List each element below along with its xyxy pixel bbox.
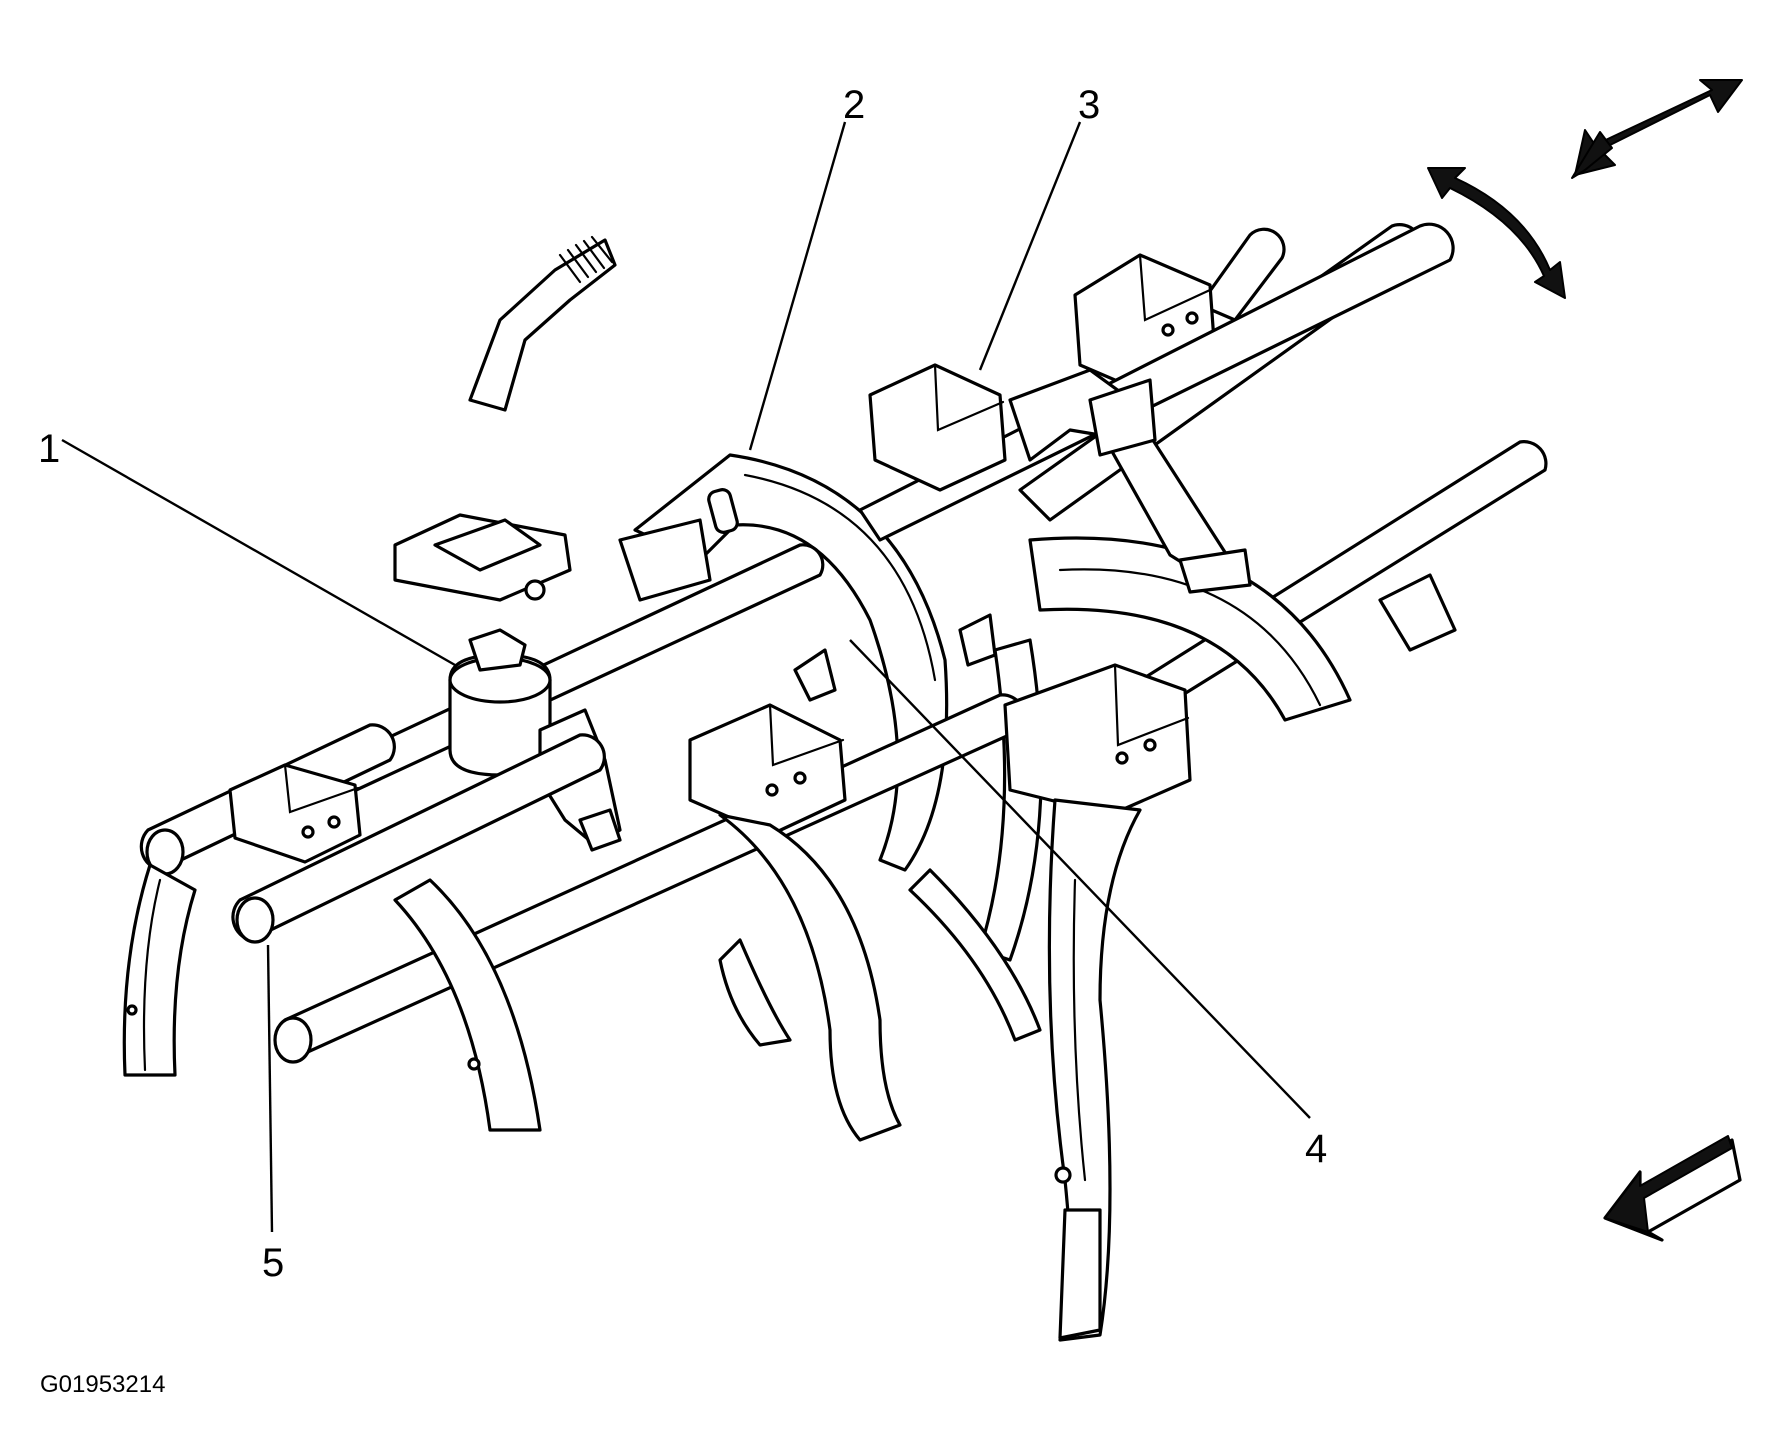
center-fork-block-edge [768,703,845,767]
center-fork-shoe [718,938,792,1047]
rear-block-hole-a [1161,323,1175,337]
gate-plate-item-2 [618,453,997,872]
far-left-fork [122,863,197,1077]
gate-plate-notch [793,648,837,702]
rear-fork-leg [978,638,1043,962]
rail-5-end [235,896,275,944]
interlock-neck [468,628,527,672]
callout-3: 3 [1078,83,1100,127]
rear-block-hole-b [1185,311,1199,325]
second-fork [393,878,542,1132]
left-rail-block-edge [283,763,360,814]
top-fork-pad [1178,548,1252,594]
center-block-hole-a [765,783,779,797]
rail-5 [231,733,606,942]
leader-line-1 [61,438,456,667]
rear-rail-stub [1198,227,1286,322]
callout-5: 5 [262,1241,284,1285]
leader-line-4 [849,639,1311,1119]
gate-plate-slot [707,488,739,534]
second-fork-hole [467,1057,481,1071]
left-block-hole-a [301,825,315,839]
figure-id: G01953214 [40,1371,165,1398]
gate-plate-tab [618,518,712,602]
rear-shift-fork-arc [1028,536,1352,722]
leader-line-3 [978,121,1082,371]
gate-plate-edge [743,473,937,682]
front-rails-item-5 [139,693,1026,1064]
shift-lever-arm [468,238,617,412]
callout-2: 2 [843,83,865,127]
right-fork-tip [1058,1208,1102,1340]
center-fork-blade [718,813,902,1142]
leader-lines [61,121,1311,1233]
far-left-fork-edge [142,878,162,1072]
lever-pivot-pin [524,579,546,601]
leader-line-5 [266,944,274,1233]
fork-clamp-block-edge [933,363,1005,432]
leader-line-2 [748,121,847,451]
curved-double-arrow-icon [1427,167,1566,299]
right-block-hole-a [1115,751,1129,765]
lever-mount-top [433,518,542,572]
callout-1: 1 [38,427,60,471]
top-fork-collar [1088,378,1157,457]
front-forks [122,663,1192,1342]
right-fork-arm [1047,798,1142,1342]
gate-plate-spring [958,613,997,667]
right-block-hole-b [1143,738,1157,752]
left-block-hole-b [327,815,341,829]
top-rail-and-fork-item-3 [858,222,1455,594]
right-fork-block-edge [1113,663,1190,747]
rear-fork-tip [1378,573,1457,652]
rear-block-edge [1138,253,1212,322]
middle-right-shift-rail [1088,440,1548,742]
center-block-hole-b [793,771,807,785]
top-shift-rail [858,222,1455,542]
callout-4: 4 [1305,1127,1327,1171]
far-left-fork-hole [126,1004,138,1016]
lower-front-rail-end [273,1016,313,1064]
right-fork-web [908,868,1042,1042]
double-headed-straight-arrow-icon [1571,79,1743,179]
lever-thread [558,235,614,284]
rear-fork-inner-line [1058,568,1322,707]
right-fork-hole [1054,1166,1072,1184]
left-rail-block [228,763,362,864]
right-fork-rib [1072,878,1087,1182]
shift-finger-tip [578,808,622,852]
front-direction-arrow-icon [1603,1135,1742,1242]
